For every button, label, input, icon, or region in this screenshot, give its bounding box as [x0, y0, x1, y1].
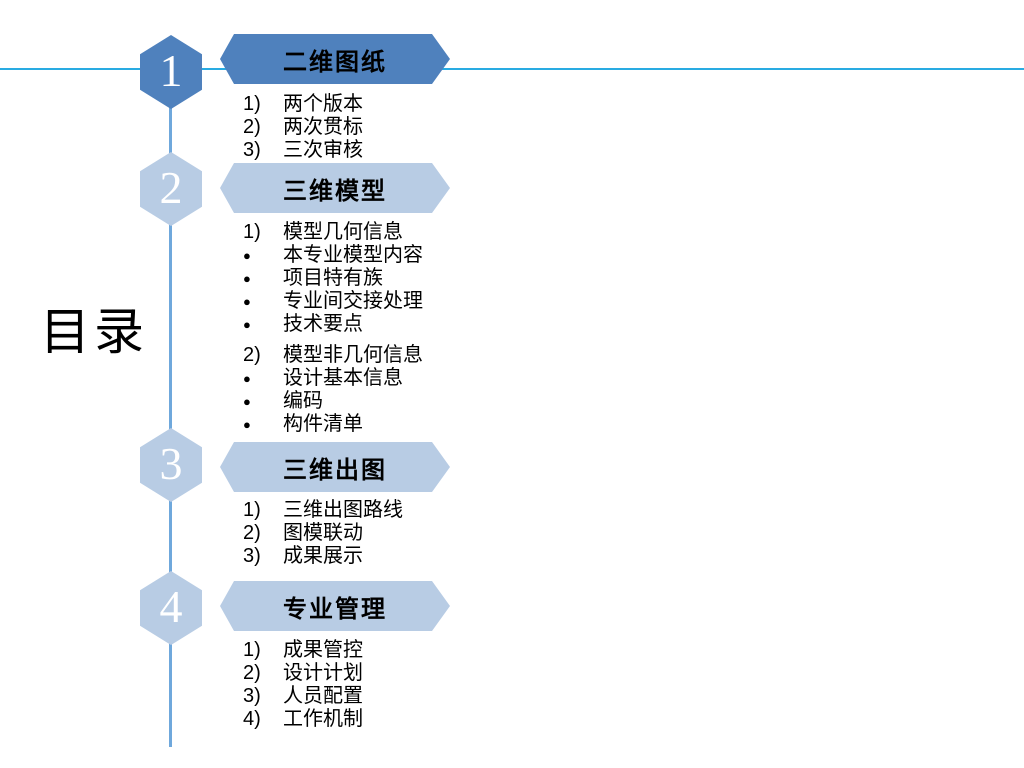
- bullet-icon: ●: [243, 371, 251, 386]
- list-item-text: 编码: [283, 390, 323, 412]
- list-item: 2) 模型非几何信息: [243, 344, 533, 367]
- section-number-hexagon: 4: [140, 571, 202, 645]
- section-number-hexagon: 2: [140, 152, 202, 226]
- list-item-marker: 2): [243, 344, 261, 366]
- section-title: 三维出图: [283, 456, 387, 484]
- list-item-marker: 2): [243, 662, 261, 684]
- list-item-marker: 1): [243, 221, 261, 243]
- bullet-icon: ●: [243, 417, 251, 432]
- bullet-icon: ●: [243, 248, 251, 263]
- list-item: 4) 工作机制: [243, 708, 533, 731]
- section-item-list: 1) 两个版本 2) 两次贯标 3) 三次审核: [243, 93, 533, 162]
- section-number-hexagon: 3: [140, 428, 202, 502]
- list-item: ● 技术要点: [243, 313, 533, 336]
- section-title: 三维模型: [283, 177, 387, 205]
- section-number: 3: [159, 438, 183, 489]
- list-item-text: 设计计划: [283, 662, 363, 684]
- list-item-text: 图模联动: [283, 522, 363, 544]
- list-item-text: 设计基本信息: [283, 367, 403, 389]
- list-item-marker: 1): [243, 639, 261, 661]
- section-number: 2: [159, 162, 183, 213]
- list-item-text: 成果展示: [283, 545, 363, 567]
- list-item: ● 本专业模型内容: [243, 244, 533, 267]
- list-item: ● 项目特有族: [243, 267, 533, 290]
- bullet-icon: ●: [243, 271, 251, 286]
- list-item: ● 设计基本信息: [243, 367, 533, 390]
- list-item-text: 模型几何信息: [283, 221, 403, 243]
- page-title: 目录: [40, 304, 148, 360]
- list-item-text: 技术要点: [283, 313, 363, 335]
- section-number: 4: [159, 581, 183, 632]
- list-item: ● 构件清单: [243, 413, 533, 436]
- list-item-marker: 1): [243, 499, 261, 521]
- list-item: 1) 两个版本: [243, 93, 533, 116]
- list-item-text: 模型非几何信息: [283, 344, 423, 366]
- list-item-text: 构件清单: [283, 413, 363, 435]
- list-item-text: 两个版本: [283, 93, 363, 115]
- list-item-marker: 3): [243, 545, 261, 567]
- list-item-text: 三次审核: [283, 139, 363, 161]
- section-item-list: 1) 成果管控 2) 设计计划 3) 人员配置 4) 工作机制: [243, 639, 533, 731]
- bullet-icon: ●: [243, 294, 251, 309]
- section-number-hexagon: 1: [140, 35, 202, 109]
- list-item-text: 专业间交接处理: [283, 290, 423, 312]
- list-item-text: 人员配置: [283, 685, 363, 707]
- list-item-text: 两次贯标: [283, 116, 363, 138]
- list-item: ● 专业间交接处理: [243, 290, 533, 313]
- list-item-marker: 3): [243, 139, 261, 161]
- list-item-marker: 3): [243, 685, 261, 707]
- list-item: 1) 三维出图路线: [243, 499, 533, 522]
- list-item-text: 项目特有族: [283, 267, 383, 289]
- list-item: 1) 模型几何信息: [243, 221, 533, 244]
- section-title-banner: 三维出图: [220, 442, 450, 492]
- bullet-icon: ●: [243, 394, 251, 409]
- section-number: 1: [159, 45, 183, 96]
- section-item-list: 1) 三维出图路线 2) 图模联动 3) 成果展示: [243, 499, 533, 568]
- list-item: 1) 成果管控: [243, 639, 533, 662]
- list-item-marker: 2): [243, 116, 261, 138]
- section-title: 二维图纸: [283, 48, 387, 76]
- list-item-marker: 2): [243, 522, 261, 544]
- section-title-banner: 二维图纸: [220, 34, 450, 84]
- list-item: 2) 图模联动: [243, 522, 533, 545]
- section-item-list: 1) 模型几何信息 ● 本专业模型内容 ● 项目特有族 ● 专业间交接处理 ● 技术要点 2) 模型非…: [243, 221, 533, 436]
- bullet-icon: ●: [243, 317, 251, 332]
- list-item: 3) 三次审核: [243, 139, 533, 162]
- list-item-marker: 4): [243, 708, 261, 730]
- list-item: 2) 设计计划: [243, 662, 533, 685]
- list-item-text: 工作机制: [283, 708, 363, 730]
- list-item: 2) 两次贯标: [243, 116, 533, 139]
- section-title: 专业管理: [283, 595, 387, 623]
- section-title-banner: 三维模型: [220, 163, 450, 213]
- list-item: ● 编码: [243, 390, 533, 413]
- list-item-text: 本专业模型内容: [283, 244, 423, 266]
- list-item: 3) 成果展示: [243, 545, 533, 568]
- list-item: 3) 人员配置: [243, 685, 533, 708]
- list-item-text: 成果管控: [283, 639, 363, 661]
- timeline-vertical-line: [169, 70, 172, 747]
- section-title-banner: 专业管理: [220, 581, 450, 631]
- horizontal-accent-line: [0, 68, 1024, 70]
- list-item-marker: 1): [243, 93, 261, 115]
- list-item-text: 三维出图路线: [283, 499, 403, 521]
